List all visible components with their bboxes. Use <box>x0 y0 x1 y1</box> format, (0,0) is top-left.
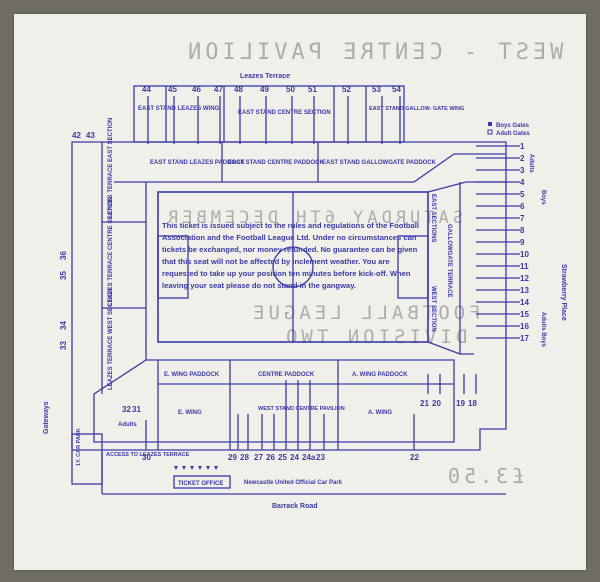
gate-number-54: 54 <box>392 85 401 94</box>
gate-number-1: 1 <box>520 142 525 151</box>
stand-east-gallowgate-paddock: EAST STAND GALLOWGATE PADDOCK <box>322 160 437 166</box>
gate-number-2: 2 <box>520 154 525 163</box>
gate-number-44: 44 <box>142 85 151 94</box>
turnstile-markers <box>174 466 218 470</box>
gate-number-49: 49 <box>260 85 269 94</box>
gate-number-35: 35 <box>59 271 68 280</box>
gate-arrows-right <box>476 145 520 339</box>
gate-number-51: 51 <box>308 85 317 94</box>
gate-label-adults-left: Adults <box>118 422 137 428</box>
stand-west-centre-pavilion: WEST STAND CENTRE PAVILION <box>258 406 345 412</box>
gate-number-8: 8 <box>520 226 525 235</box>
gate-number-15: 15 <box>520 310 529 319</box>
stand-east-gallowgate-wing: EAST STAND GALLOW- GATE WING <box>369 106 464 112</box>
ticket: WEST - CENTRE PAVILION SATURDAY 6TH DECE… <box>14 14 586 570</box>
road-left-label: Gateways <box>43 401 50 434</box>
legend-adults: Adult Gates <box>496 131 530 137</box>
gate-number-50: 50 <box>286 85 295 94</box>
terrace-leazes-centre: LEAZES TERRACE CENTRE SECTION <box>108 197 114 306</box>
gate-number-20: 20 <box>432 399 441 408</box>
road-top-label: Leazes Terrace <box>240 73 290 80</box>
small-car-park-label: 1Y. CAR PARK <box>76 428 82 466</box>
gate-number-6: 6 <box>520 202 525 211</box>
terrace-leazes-east: LEAZES TERRACE EAST SECTION <box>108 118 114 218</box>
gate-number-28: 28 <box>240 453 249 462</box>
gate-number-18: 18 <box>468 399 477 408</box>
stand-e-wing-paddock: E. WING PADDOCK <box>164 372 220 378</box>
gate-number-31: 31 <box>132 405 141 414</box>
stand-e-wing: E. WING <box>178 410 202 416</box>
gate-number-43: 43 <box>86 131 95 140</box>
gate-number-25: 25 <box>278 453 287 462</box>
gate-label-boys-right: Boys <box>540 190 546 205</box>
road-right-label: Strawberry Place <box>560 264 567 321</box>
gate-number-32: 32 <box>122 405 131 414</box>
stand-a-wing-paddock: A. WING PADDOCK <box>352 372 408 378</box>
gate-number-45: 45 <box>168 85 177 94</box>
gate-number-26: 26 <box>266 453 275 462</box>
official-car-park-label: Newcastle United Official Car Park <box>244 480 343 486</box>
ground-boundary <box>71 141 507 451</box>
gate-number-48: 48 <box>234 85 243 94</box>
terrace-gallowgate: GALLOWGATE TERRACE <box>446 224 452 298</box>
gate-number-47: 47 <box>214 85 223 94</box>
gate-number-27: 27 <box>254 453 263 462</box>
gate-label-adults-right: Adults <box>528 154 534 173</box>
gate-number-30: 30 <box>142 453 151 462</box>
gate-number-14: 14 <box>520 298 529 307</box>
gate-arrows-top <box>147 96 401 144</box>
terrace-leazes-west: LEAZES TERRACE WEST SECTION <box>108 288 114 390</box>
legend-boys: Boys Gates <box>496 123 530 129</box>
ticket-office-label: TICKET OFFICE <box>178 481 223 487</box>
gate-label-adults-boys: Adults Boys <box>540 312 546 348</box>
gate-number-7: 7 <box>520 214 525 223</box>
ground-plan: Leazes Terrace Barrack Road Strawberry P… <box>43 73 567 510</box>
gate-number-16: 16 <box>520 322 529 331</box>
gate-number-10: 10 <box>520 250 529 259</box>
stand-east-leazes-paddock: EAST STAND LEAZES PADDOCK <box>150 160 245 166</box>
gate-number-53: 53 <box>372 85 381 94</box>
gate-number-11: 11 <box>520 262 529 271</box>
stand-a-wing: A. WING <box>368 410 392 416</box>
gate-number-22: 22 <box>410 453 419 462</box>
stand-east-leazes-wing: EAST STAND LEAZES WING <box>138 106 220 112</box>
ticket-office-box <box>173 475 231 489</box>
gate-number-52: 52 <box>342 85 351 94</box>
gate-number-29: 29 <box>228 453 237 462</box>
ticket-conditions-notice: This ticket is issued subject to the rul… <box>162 221 419 290</box>
road-bottom-label: Barrack Road <box>272 503 318 510</box>
gate-number-36: 36 <box>59 251 68 260</box>
gate-number-33: 33 <box>59 341 68 350</box>
gate-number-42: 42 <box>72 131 81 140</box>
gate-number-13: 13 <box>520 286 529 295</box>
gate-number-9: 9 <box>520 238 525 247</box>
gate-number-34: 34 <box>59 321 68 330</box>
gate-number-4: 4 <box>520 178 525 187</box>
stand-east-centre: EAST STAND CENTRE SECTION <box>238 110 331 116</box>
access-label: ACCESS TO LEAZES TERRACE <box>106 452 190 458</box>
gate-number-19: 19 <box>456 399 465 408</box>
gate-number-23: 23 <box>316 453 325 462</box>
gate-number-46: 46 <box>192 85 201 94</box>
stand-centre-paddock: CENTRE PADDOCK <box>258 372 315 378</box>
gate-arrows-bottom <box>145 374 477 450</box>
stand-east-centre-paddock: EAST STAND CENTRE PADDOCK <box>228 160 324 166</box>
east-stand-block <box>133 85 405 143</box>
gate-number-24a: 24a <box>302 453 316 462</box>
terrace-east-sections: EAST SECTIONS <box>430 194 436 242</box>
gate-number-5: 5 <box>520 190 525 199</box>
terrace-west-section: WEST SECTION <box>430 286 436 332</box>
gate-number-21: 21 <box>420 399 429 408</box>
gate-number-17: 17 <box>520 334 529 343</box>
gate-number-12: 12 <box>520 274 529 283</box>
gate-number-3: 3 <box>520 166 525 175</box>
gate-number-24: 24 <box>290 453 299 462</box>
